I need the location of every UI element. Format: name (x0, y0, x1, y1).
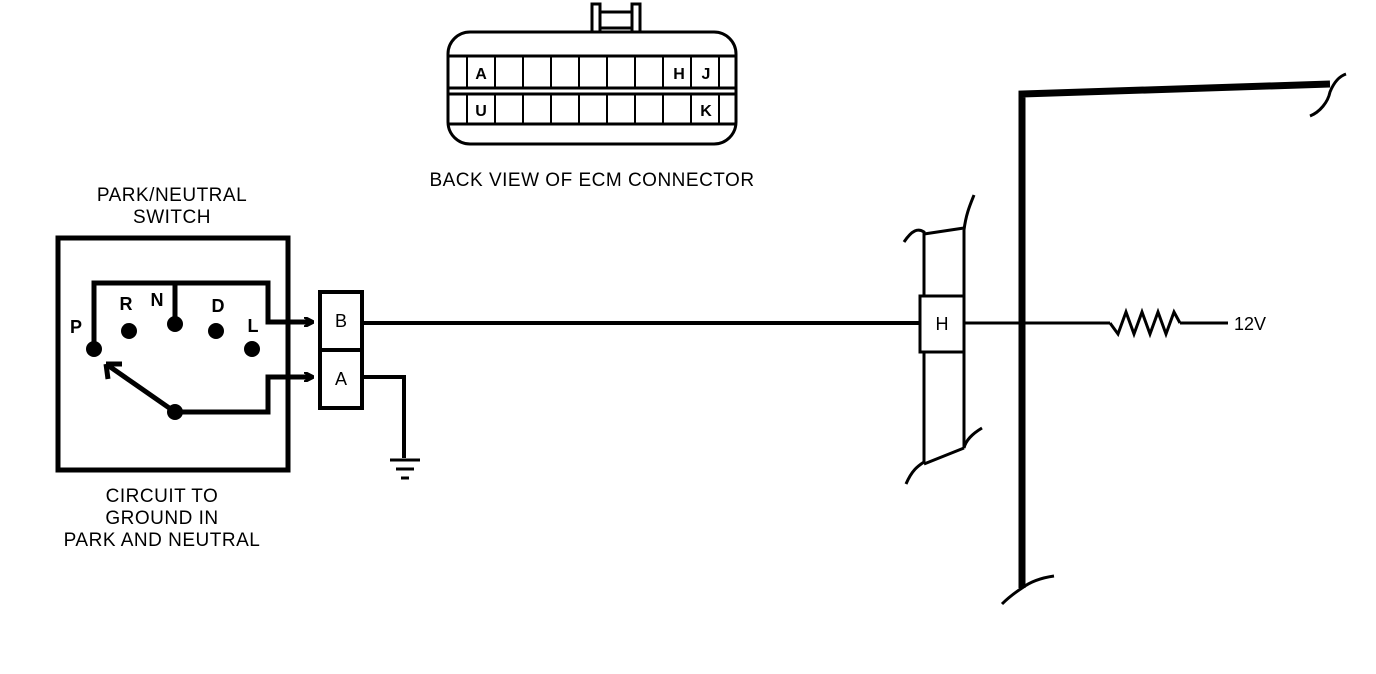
ecm-cavity-top-1: A (475, 66, 487, 83)
switch-note-line2: GROUND IN (105, 508, 218, 529)
harness-break-left (902, 228, 926, 485)
ecm-cavity-bottom-10: K (700, 103, 712, 120)
switch-title-line1: PARK/NEUTRAL (97, 185, 247, 206)
wiper-pivot (167, 404, 183, 420)
connector-pin-b: B (335, 311, 347, 331)
contact-n (167, 316, 183, 332)
switch-bus-b (91, 280, 312, 348)
ground-circuit (362, 375, 420, 480)
ecm-cavity-top-9: H (673, 66, 685, 83)
ecm-connector: A H J U K BACK VIEW OF ECM CONNECTOR (429, 2, 754, 191)
ecm-cavity-top-10: J (702, 66, 711, 83)
ecm-harness-connector: H (902, 194, 983, 485)
connector-pin-a: A (335, 369, 347, 389)
position-label-p: P (70, 317, 82, 337)
ecm-connector-latch (590, 2, 642, 32)
supply-voltage: 12V (1234, 314, 1266, 334)
ecm-pin-h: H (936, 314, 949, 334)
park-neutral-switch: PARK/NEUTRAL SWITCH P R N D L CIRCUIT TO… (55, 185, 312, 551)
switch-note-line3: PARK AND NEUTRAL (64, 530, 261, 551)
ecm-break-bottom (1000, 574, 1055, 606)
switch-note-line1: CIRCUIT TO (106, 486, 219, 507)
position-label-d: D (212, 296, 225, 316)
ecm-module-boundary (1000, 72, 1347, 606)
switch-title-line2: SWITCH (133, 207, 211, 228)
ecm-pullup-circuit: 12V (964, 307, 1266, 339)
position-label-r: R (120, 294, 133, 314)
contact-r (121, 323, 137, 339)
switch-connector: B A (318, 290, 364, 410)
position-label-n: N (151, 290, 164, 310)
contact-p (86, 341, 102, 357)
harness-break-right (962, 194, 983, 449)
position-label-l: L (248, 316, 259, 336)
contact-l (244, 341, 260, 357)
switch-bus-a (175, 377, 312, 415)
ecm-connector-caption: BACK VIEW OF ECM CONNECTOR (429, 170, 754, 191)
ecm-cavity-bottom-1: U (475, 103, 487, 120)
pullup-resistor (1108, 307, 1182, 339)
contact-d (208, 323, 224, 339)
switch-wiper (104, 361, 177, 415)
ecm-break-top (1309, 72, 1347, 118)
